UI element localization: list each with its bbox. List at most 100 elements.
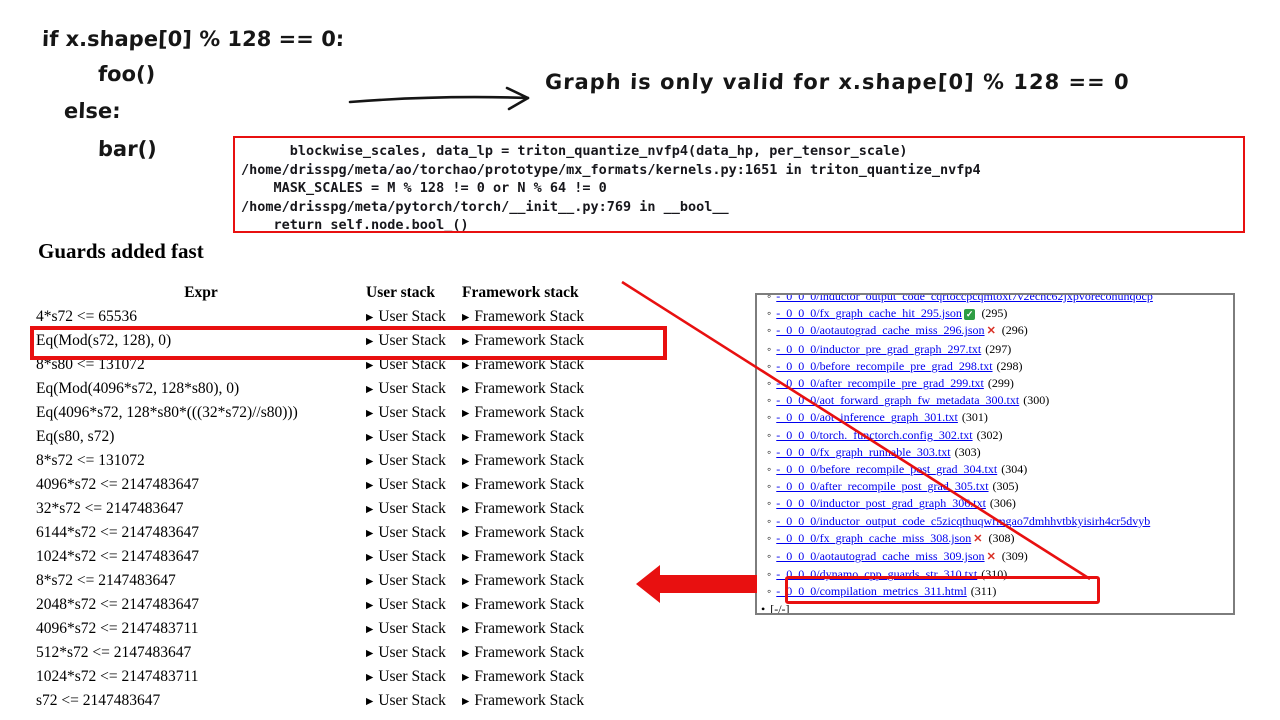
user-stack-toggle[interactable]: ▶User Stack bbox=[366, 425, 462, 449]
framework-stack-label: Framework Stack bbox=[474, 308, 585, 325]
user-stack-toggle[interactable]: ▶User Stack bbox=[366, 377, 462, 401]
framework-stack-toggle[interactable]: ▶Framework Stack bbox=[462, 665, 642, 689]
user-stack-toggle[interactable]: ▶User Stack bbox=[366, 545, 462, 569]
circle-bullet-icon: ◦ bbox=[767, 358, 772, 373]
user-stack-label: User Stack bbox=[378, 596, 446, 613]
guards-heading: Guards added fast bbox=[38, 239, 204, 263]
guard-row: 32*s72 <= 2147483647▶User Stack▶Framewor… bbox=[36, 497, 642, 521]
file-link[interactable]: -_0_0_0/aotautograd_cache_miss_296.json bbox=[776, 323, 985, 338]
file-link[interactable]: -_0_0_0/before_recompile_pre_grad_298.tx… bbox=[776, 358, 993, 373]
user-stack-label: User Stack bbox=[378, 620, 446, 637]
framework-stack-toggle[interactable]: ▶Framework Stack bbox=[462, 569, 642, 593]
user-stack-toggle[interactable]: ▶User Stack bbox=[366, 353, 462, 377]
framework-stack-toggle[interactable]: ▶Framework Stack bbox=[462, 449, 642, 473]
user-stack-toggle[interactable]: ▶User Stack bbox=[366, 329, 462, 353]
file-list-item: ◦-_0_0_0/inductor_post_grad_graph_306.tx… bbox=[767, 495, 1233, 512]
user-stack-toggle[interactable]: ▶User Stack bbox=[366, 665, 462, 689]
user-stack-toggle[interactable]: ▶User Stack bbox=[366, 473, 462, 497]
file-link[interactable]: -_0_0_0/fx_graph_cache_miss_308.json bbox=[776, 530, 972, 545]
file-link[interactable]: -_0_0_0/inductor_output_code_cqrtoccpcqm… bbox=[776, 293, 1153, 303]
expand-triangle-icon: ▶ bbox=[366, 312, 374, 323]
file-list-item: ◦ -_0_0_0/after_recompile_pre_grad_299.tx… bbox=[767, 375, 1233, 392]
user-stack-toggle[interactable]: ▶User Stack bbox=[366, 569, 462, 593]
user-stack-toggle[interactable]: ▶User Stack bbox=[366, 449, 462, 473]
expand-triangle-icon: ▶ bbox=[462, 648, 470, 659]
expand-triangle-icon: ▶ bbox=[366, 504, 374, 515]
circle-bullet-icon: ◦ bbox=[767, 462, 772, 477]
file-link[interactable]: -_0_0_0/after_recompile_post_grad_305.tx… bbox=[776, 479, 989, 494]
user-stack-toggle[interactable]: ▶User Stack bbox=[366, 689, 462, 713]
guard-row: 6144*s72 <= 2147483647 ▶User Stack▶Framew… bbox=[36, 521, 642, 545]
guard-row: 2048*s72 <= 2147483647▶User Stack▶Framew… bbox=[36, 593, 642, 617]
framework-stack-toggle[interactable]: ▶Framework Stack bbox=[462, 473, 642, 497]
guards-table: Expr User stack Framework stack 4*s72 <=… bbox=[36, 281, 642, 713]
circle-bullet-icon: ◦ bbox=[767, 549, 772, 564]
file-link[interactable]: -_0_0_0/inductor_pre_grad_graph_297.txt bbox=[776, 341, 982, 356]
framework-stack-toggle[interactable]: ▶Framework Stack bbox=[462, 545, 642, 569]
guard-row: 1024*s72 <= 2147483647▶User Stack▶Framew… bbox=[36, 545, 642, 569]
file-link[interactable]: -_0_0_0/inductor_post_grad_graph_306.txt bbox=[776, 496, 986, 511]
file-link[interactable]: -_0_0_0/aot_inference_graph_301.txt bbox=[776, 410, 958, 425]
file-link[interactable]: -_0_0_0/before_recompile_post_grad_304.t… bbox=[776, 462, 998, 477]
user-stack-toggle[interactable]: ▶User Stack bbox=[366, 593, 462, 617]
file-link[interactable]: -_0_0_0/inductor_output_code_c5zicqthuqw… bbox=[776, 513, 1151, 528]
user-stack-toggle[interactable]: ▶User Stack bbox=[366, 305, 462, 329]
user-stack-toggle[interactable]: ▶User Stack bbox=[366, 497, 462, 521]
file-link[interactable]: -_0_0_0/fx_graph_cache_hit_295.json bbox=[776, 306, 962, 321]
file-link[interactable]: -_0_0_0/fx_graph_runnable_303.txt bbox=[776, 444, 951, 459]
framework-stack-toggle[interactable]: ▶Framework Stack bbox=[462, 497, 642, 521]
compilation-metrics-link[interactable]: -_0_0_0/compilation_metrics_311.html bbox=[776, 584, 967, 599]
user-stack-toggle[interactable]: ▶User Stack bbox=[366, 521, 462, 545]
file-number: (298) bbox=[996, 358, 1023, 373]
expand-triangle-icon: ▶ bbox=[462, 312, 470, 323]
file-list-item: ◦-_0_0_0/fx_graph_runnable_303.txt(303) bbox=[767, 444, 1233, 461]
file-number: (310) bbox=[981, 567, 1008, 582]
guard-row: Eq(Mod(4096*s72, 128*s80), 0)▶User Stack… bbox=[36, 377, 642, 401]
framework-stack-toggle[interactable]: ▶Framework Stack bbox=[462, 377, 642, 401]
framework-stack-toggle[interactable]: ▶Framework Stack bbox=[462, 521, 642, 545]
user-stack-label: User Stack bbox=[378, 692, 446, 709]
file-list-item: ◦ -_0_0_0/aotautograd_cache_miss_296.json… bbox=[767, 322, 1233, 340]
file-number: (309) bbox=[1001, 549, 1028, 564]
circle-bullet-icon: ◦ bbox=[767, 323, 772, 338]
user-stack-toggle[interactable]: ▶User Stack bbox=[366, 617, 462, 641]
file-link[interactable]: -_0_0_0/aot_forward_graph_fw_metadata_30… bbox=[776, 393, 1020, 408]
file-number: (302) bbox=[976, 427, 1003, 442]
circle-bullet-icon: ◦ bbox=[767, 376, 772, 391]
framework-stack-toggle[interactable]: ▶Framework Stack bbox=[462, 425, 642, 449]
user-stack-label: User Stack bbox=[378, 476, 446, 493]
framework-stack-toggle[interactable]: ▶Framework Stack bbox=[462, 353, 642, 377]
guard-expr: 4096*s72 <= 2147483647 bbox=[36, 476, 200, 493]
framework-stack-toggle[interactable]: ▶Framework Stack bbox=[462, 593, 642, 617]
guard-expr: Eq(Mod(s72, 128), 0) bbox=[36, 332, 172, 349]
red-left-arrow-icon bbox=[636, 565, 757, 603]
guard-expr: 6144*s72 <= 2147483647 bbox=[36, 524, 200, 541]
guard-row: Eq(s80, s72)▶User Stack▶Framework Stack bbox=[36, 425, 642, 449]
framework-stack-toggle[interactable]: ▶Framework Stack bbox=[462, 641, 642, 665]
framework-stack-label: Framework Stack bbox=[474, 428, 585, 445]
file-link[interactable]: -_0_0_0/after_recompile_pre_grad_299.txt bbox=[776, 376, 984, 391]
file-link[interactable]: -_0_0_0/aotautograd_cache_miss_309.json bbox=[776, 549, 985, 564]
guard-expr: 8*s80 <= 131072 bbox=[36, 356, 145, 373]
guard-row: 8*s72 <= 2147483647▶User Stack▶Framework… bbox=[36, 569, 642, 593]
expand-triangle-icon: ▶ bbox=[366, 336, 374, 347]
framework-stack-toggle[interactable]: ▶Framework Stack bbox=[462, 689, 642, 713]
file-link[interactable]: -_0_0_0/torch._functorch.config_302.txt bbox=[776, 427, 973, 442]
framework-stack-toggle[interactable]: ▶ Framework Stack bbox=[462, 305, 642, 329]
framework-stack-toggle[interactable]: ▶Framework Stack bbox=[462, 329, 642, 353]
circle-bullet-icon: ◦ bbox=[767, 293, 772, 303]
disc-bullet-icon: • bbox=[761, 601, 766, 615]
expand-triangle-icon: ▶ bbox=[462, 336, 470, 347]
framework-stack-toggle[interactable]: ▶Framework Stack bbox=[462, 401, 642, 425]
expand-triangle-icon: ▶ bbox=[366, 528, 374, 539]
user-stack-toggle[interactable]: ▶User Stack bbox=[366, 641, 462, 665]
stack-trace-panel: blockwise_scales, data_lp = triton_quant… bbox=[233, 136, 1245, 233]
framework-stack-toggle[interactable]: ▶Framework Stack bbox=[462, 617, 642, 641]
expand-triangle-icon: ▶ bbox=[462, 696, 470, 707]
file-link[interactable]: -_0_0_0/dynamo_cpp_guards_str_310.txt bbox=[776, 567, 978, 582]
guard-row: 1024*s72 <= 2147483711▶User Stack▶Framew… bbox=[36, 665, 642, 689]
user-stack-label: User Stack bbox=[378, 404, 446, 421]
framework-stack-label: Framework Stack bbox=[474, 452, 585, 469]
user-stack-toggle[interactable]: ▶User Stack bbox=[366, 401, 462, 425]
user-stack-label: User Stack bbox=[378, 548, 446, 565]
